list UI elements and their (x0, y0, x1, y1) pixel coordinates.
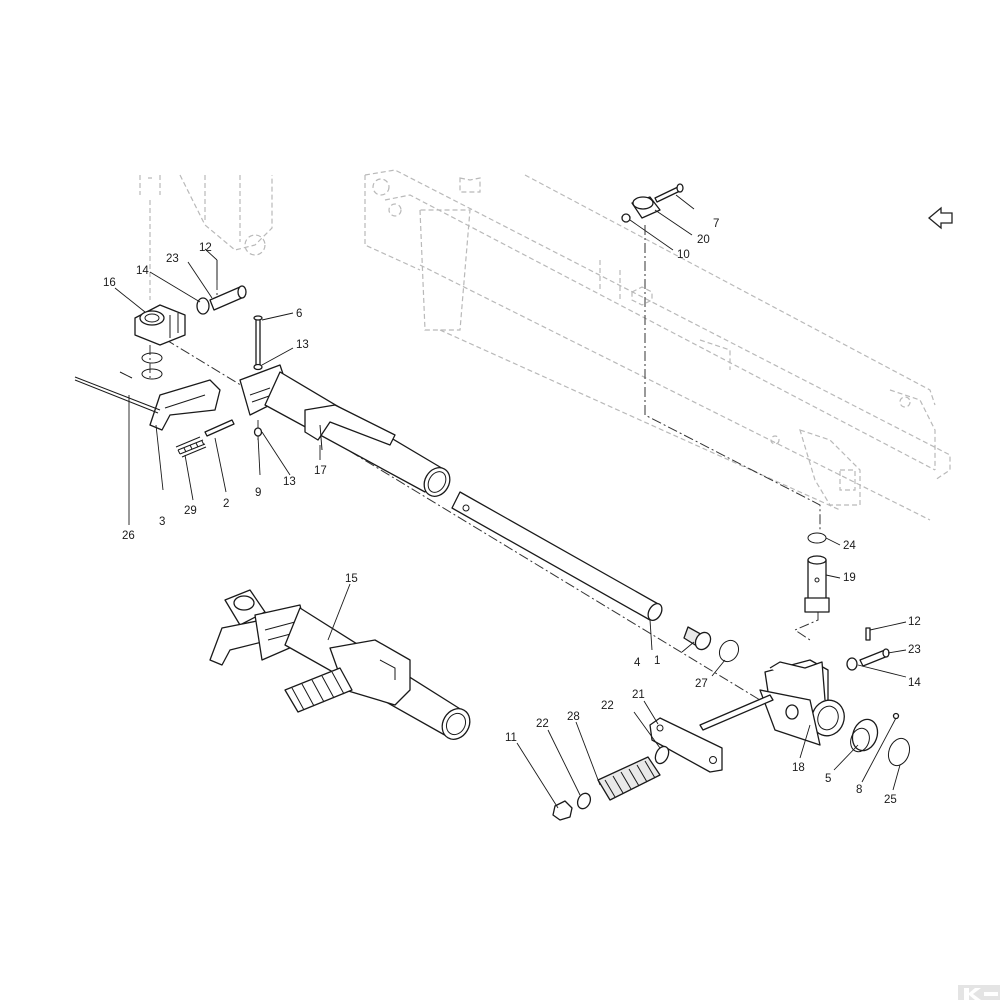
callout-1: 1 (654, 655, 660, 667)
part-14-washer-right (846, 657, 858, 671)
part-20-collar (631, 196, 661, 219)
part-23-pin-right (859, 648, 890, 667)
part-25-circlip (887, 737, 911, 767)
part-12-splitpin-right (865, 627, 871, 641)
leader-lines (114, 194, 907, 809)
callout-18: 18 (792, 762, 805, 774)
part-8-grease-nipple (892, 712, 900, 720)
part-pin-23-upper (196, 260, 247, 315)
callout-labels: 1 2 3 4 5 6 7 8 9 10 11 12 12 13 13 14 1… (103, 218, 921, 806)
callout-3: 3 (159, 516, 165, 528)
callout-17: 17 (314, 465, 327, 477)
part-11-nut (552, 800, 573, 821)
brand-k-logo-icon (958, 985, 1000, 1000)
part-28-spring (597, 756, 661, 801)
part-27-ring (718, 639, 740, 663)
callout-8: 8 (856, 784, 862, 796)
part-21-arm (649, 717, 723, 773)
assembly-axis-lines (149, 225, 821, 701)
part-10-nut (621, 213, 631, 223)
main-tube-upper (239, 364, 451, 497)
callout-26: 26 (122, 530, 135, 542)
part-24-oring (807, 532, 827, 544)
callout-16: 16 (103, 277, 116, 289)
part-7-bolt (654, 183, 684, 203)
callout-12-upper: 12 (199, 242, 212, 254)
callout-12-right: 12 (908, 616, 921, 628)
part-26-rod (74, 376, 161, 414)
callout-23-upper: 23 (166, 253, 179, 265)
callout-15: 15 (345, 573, 358, 585)
part-22-washer-left (576, 792, 592, 810)
callout-28: 28 (567, 711, 580, 723)
callout-13-upper: 13 (296, 339, 309, 351)
callout-14-right: 14 (908, 677, 921, 689)
arrow-left-outline-icon[interactable] (927, 206, 953, 230)
callout-24: 24 (843, 540, 856, 552)
callout-14-upper: 14 (136, 265, 149, 277)
callout-22-left: 22 (536, 718, 549, 730)
callout-13-lower: 13 (283, 476, 296, 488)
part-16-clevis (134, 304, 186, 346)
callout-4: 4 (634, 657, 641, 669)
part-2-pin (204, 419, 235, 437)
callout-19: 19 (843, 572, 856, 584)
callout-10: 10 (677, 249, 690, 261)
callout-20: 20 (697, 234, 710, 246)
callout-6: 6 (296, 308, 302, 320)
part-4-shaft (451, 491, 663, 622)
callout-25: 25 (884, 794, 897, 806)
callout-22-right: 22 (601, 700, 614, 712)
part-15-assembly (209, 589, 471, 740)
callout-5: 5 (825, 773, 831, 785)
callout-9: 9 (255, 487, 261, 499)
callout-23-right: 23 (908, 644, 921, 656)
part-18-housing (759, 659, 845, 746)
part-29-spring (175, 436, 207, 458)
part-nut-13-lower (253, 427, 263, 437)
callout-21: 21 (632, 689, 645, 701)
part-5-cap (850, 718, 879, 753)
callout-27: 27 (695, 678, 708, 690)
callout-2: 2 (223, 498, 229, 510)
part-bolt-6 (253, 315, 263, 371)
callout-7: 7 (713, 218, 719, 230)
callout-11: 11 (505, 732, 517, 744)
part-3-bracket (149, 379, 221, 431)
callout-29: 29 (184, 505, 197, 517)
part-19-pivot-pin (804, 555, 830, 613)
part-1-bushing (683, 626, 712, 651)
ghost-frame (139, 169, 951, 521)
part-18-rod (699, 694, 774, 731)
part-washers (119, 352, 163, 380)
part-22-washer-right (654, 745, 670, 765)
